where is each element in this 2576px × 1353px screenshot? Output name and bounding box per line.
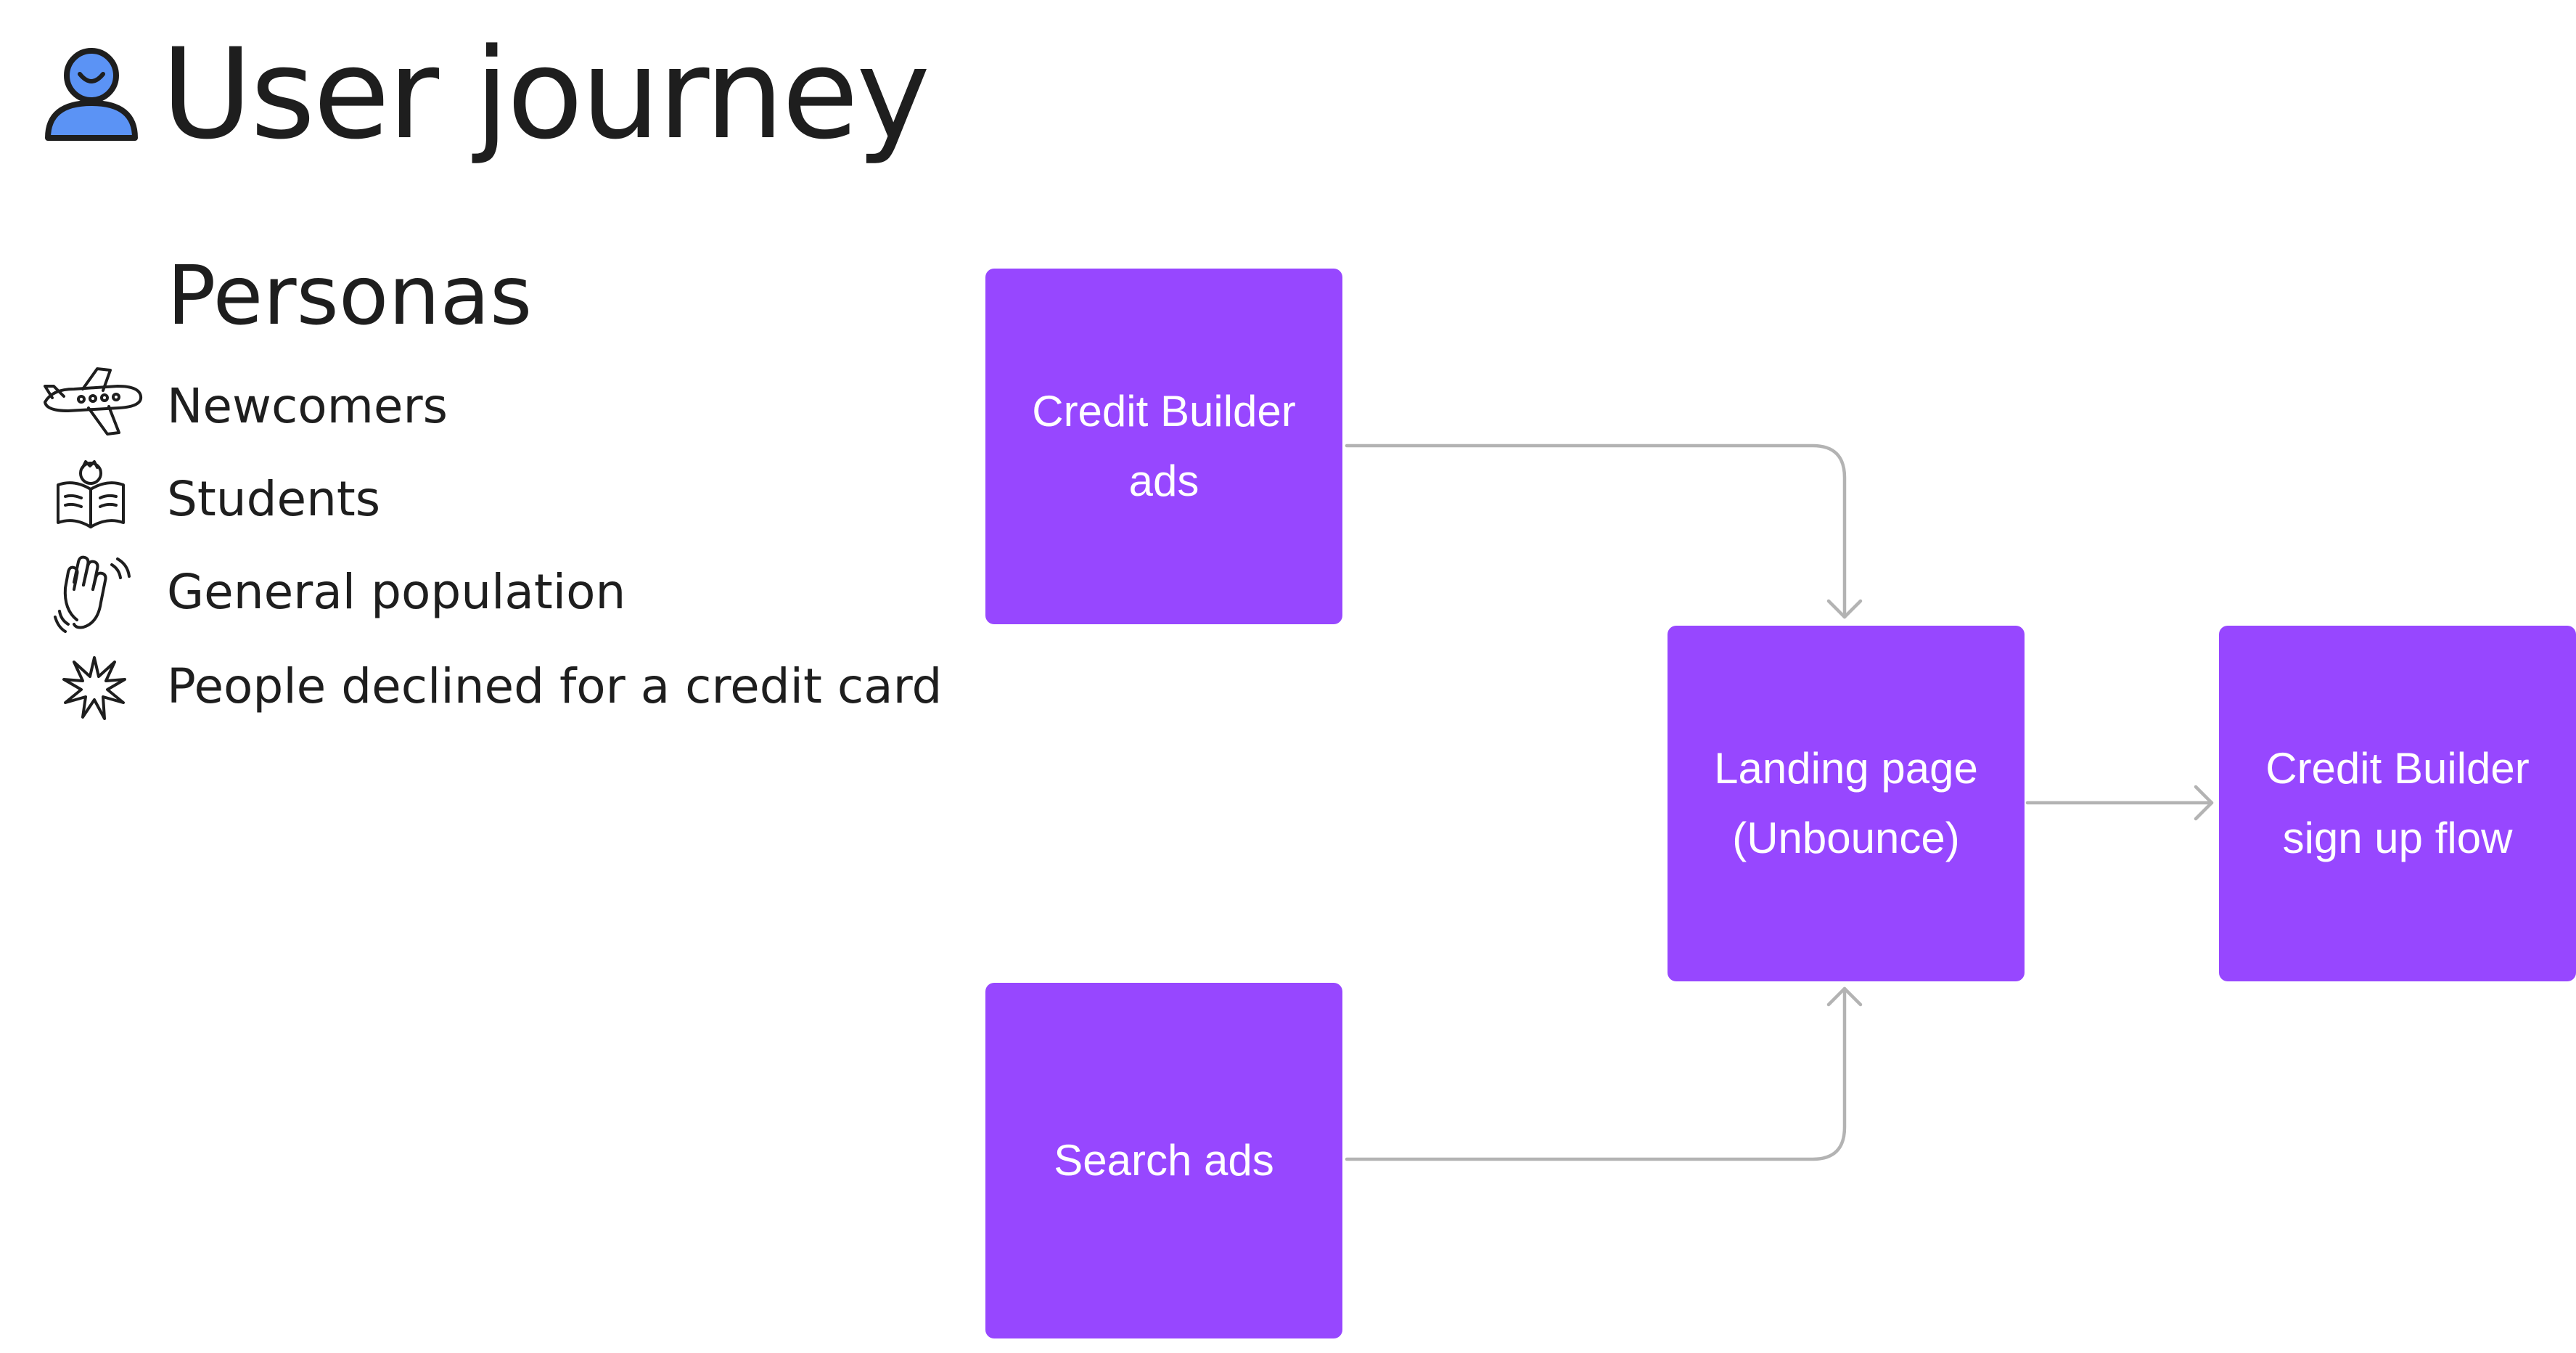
connector-search-to-landing — [1345, 986, 1847, 1161]
node-credit-builder-ads[interactable]: Credit Builder ads — [985, 269, 1342, 624]
waving-hand-icon — [54, 555, 131, 633]
node-label: Credit Builder ads — [1032, 387, 1296, 505]
persona-label-students: Students — [167, 471, 381, 527]
node-label: Credit Builder sign up flow — [2265, 744, 2530, 862]
node-search-ads[interactable]: Search ads — [985, 983, 1342, 1338]
page-title: User journey — [161, 21, 930, 167]
personas-heading: Personas — [167, 249, 533, 343]
user-icon — [45, 48, 138, 141]
arrowhead-up — [1826, 986, 1863, 1007]
connector-ads-to-landing — [1345, 443, 1847, 619]
arrowhead-down — [1826, 599, 1863, 619]
airplane-icon — [44, 367, 143, 436]
node-sign-up-flow[interactable]: Credit Builder sign up flow — [2219, 626, 2576, 981]
persona-label-newcomers: Newcomers — [167, 378, 448, 434]
reading-book-icon — [57, 460, 125, 528]
starburst-icon — [62, 656, 126, 720]
node-label: Search ads — [1054, 1136, 1274, 1185]
persona-label-declined-credit-card: People declined for a credit card — [167, 658, 943, 714]
node-landing-page[interactable]: Landing page (Unbounce) — [1668, 626, 2025, 981]
node-label: Landing page (Unbounce) — [1714, 744, 1978, 862]
persona-label-general-population: General population — [167, 564, 626, 620]
arrowhead-right — [2194, 785, 2214, 821]
